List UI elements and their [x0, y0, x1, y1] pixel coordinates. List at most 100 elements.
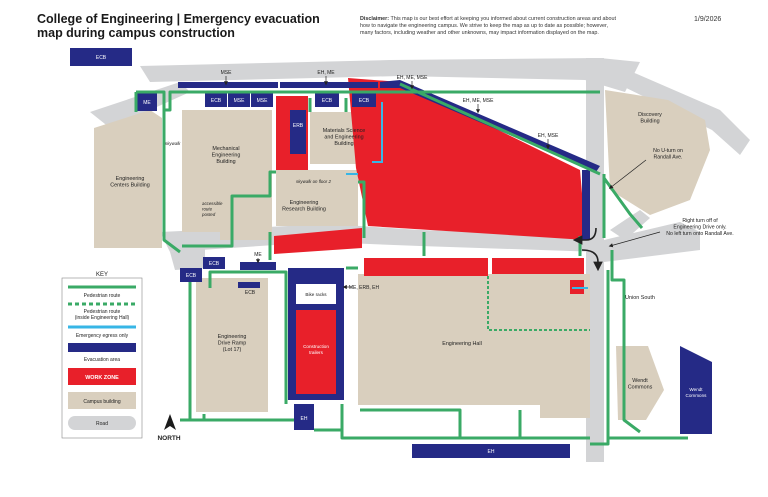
label-eh-me-mse-callout-1: EH, ME, MSE — [397, 75, 429, 81]
work-zone-hall-north — [364, 258, 488, 276]
label-ecb-top-left: ECB — [96, 55, 107, 61]
key-pedestrian-label: Pedestrian route — [84, 293, 121, 299]
arrow-right-turn — [608, 231, 661, 248]
disclaimer: Disclaimer: This map is our best effort … — [360, 16, 620, 37]
ped-mech-drive — [182, 170, 276, 248]
label-ecb-callout: ECB — [245, 290, 256, 296]
evac-eh-bottom — [412, 444, 570, 458]
evac-east-vertical — [582, 170, 590, 240]
evac-ecb-1 — [205, 93, 227, 107]
buildings — [94, 90, 710, 420]
key-evacuation-label: Evacuation area — [84, 357, 120, 363]
work-zone-drive — [274, 228, 362, 254]
area-labels: ECB ME ECB MSE MSE ECB ECB ERB ECB ECB E… — [96, 55, 707, 455]
ped-diagonal-north — [399, 82, 601, 176]
evac-me-erb-eh — [288, 268, 344, 400]
egress-materials — [372, 102, 383, 163]
ped-ramp-loop — [208, 270, 288, 404]
key-title: KEY — [96, 272, 108, 278]
egress-routes — [346, 102, 588, 289]
ped-west-loop — [136, 90, 600, 112]
label-mse-callout: MSE — [221, 70, 233, 76]
evac-mse-top-strip — [178, 82, 278, 88]
ped-hall-east — [590, 270, 610, 446]
label-eh-me-mse-callout-2: EH, ME, MSE — [463, 98, 495, 104]
discovery-building — [605, 90, 710, 215]
ped-inside-hall-route — [487, 276, 590, 331]
north-indicator: NORTH — [157, 414, 181, 442]
evac-mse-1 — [228, 93, 250, 107]
label-eh-me-callout: EH, ME — [317, 70, 335, 76]
key-road-swatch — [68, 416, 136, 430]
evac-wendt-commons — [680, 346, 712, 434]
key-work-zone-label: WORK ZONE — [85, 375, 119, 381]
page-title: College of Engineering | Emergency evacu… — [37, 12, 320, 40]
road-west-entry — [170, 248, 205, 270]
callout-arrows — [223, 76, 551, 290]
turn-arrow-right — [581, 249, 603, 272]
ped-research-east — [358, 180, 366, 238]
evac-mse-2 — [251, 93, 273, 107]
engineering-hall — [358, 274, 590, 418]
label-me-west: ME — [143, 100, 151, 106]
disclaimer-text: This map is our best effort at keeping y… — [360, 16, 617, 36]
road-union-south-lane — [610, 210, 650, 240]
ped-union-south — [610, 250, 641, 434]
work-zone-hall-east — [492, 258, 584, 274]
engineering-drive-ramp — [196, 278, 268, 412]
note-skywalk-floor2: skywalk on floor 2 — [296, 179, 331, 184]
ped-south — [180, 404, 590, 440]
key-pedestrian-inside-label: Pedestrian route(inside Engineering Hall… — [75, 309, 130, 321]
evac-me-mid — [240, 262, 276, 270]
engineering-centers-building — [94, 110, 162, 248]
label-mse-2: MSE — [257, 98, 269, 104]
evac-me-west — [137, 93, 157, 111]
key-work-zone-swatch — [68, 368, 136, 385]
key-campus-building-swatch — [68, 392, 136, 409]
label-ecb-3: ECB — [359, 98, 370, 104]
key-road-label: Road — [96, 421, 108, 427]
road-campus-drive — [604, 222, 700, 262]
work-zone-north — [348, 78, 586, 240]
ped-west-vertical — [162, 110, 181, 254]
ped-hall-south — [360, 408, 522, 438]
map-key: KEY Pedestrian route Pedestrian route(in… — [61, 272, 143, 439]
label-me-callout: ME — [254, 252, 262, 258]
evac-eh-south — [294, 404, 314, 430]
label-ecb-2: ECB — [322, 98, 333, 104]
label-eh-south: EH — [301, 416, 308, 422]
north-arrow-icon — [164, 414, 176, 430]
evac-ecb-mid — [203, 257, 225, 269]
label-erb: ERB — [293, 123, 304, 129]
evac-ecb-3 — [352, 93, 376, 107]
evac-ecb-west — [180, 268, 202, 282]
key-campus-building-label: Campus building — [83, 399, 120, 405]
bike-racks-label: Bike racks — [305, 292, 327, 297]
label-me-erb-eh-callout: ME, ERB, EH — [349, 285, 380, 291]
label-mse-1: MSE — [234, 98, 246, 104]
label-ecb-mid: ECB — [209, 261, 220, 267]
callout-labels: MSE EH, ME EH, ME, MSE EH, ME, MSE EH, M… — [221, 70, 559, 296]
evac-eh-me-top-strip — [280, 82, 378, 88]
construction-trailers-zone — [296, 310, 336, 394]
label-union-south: Union South — [625, 295, 655, 301]
mechanical-engineering-building — [182, 110, 272, 240]
evac-ecb-top-left — [70, 48, 132, 66]
wendt-commons-building — [616, 346, 664, 420]
label-ecb-1: ECB — [211, 98, 222, 104]
ped-discovery — [602, 177, 644, 229]
key-evacuation-swatch — [68, 343, 136, 352]
note-skywalk: skywalk — [165, 141, 181, 146]
